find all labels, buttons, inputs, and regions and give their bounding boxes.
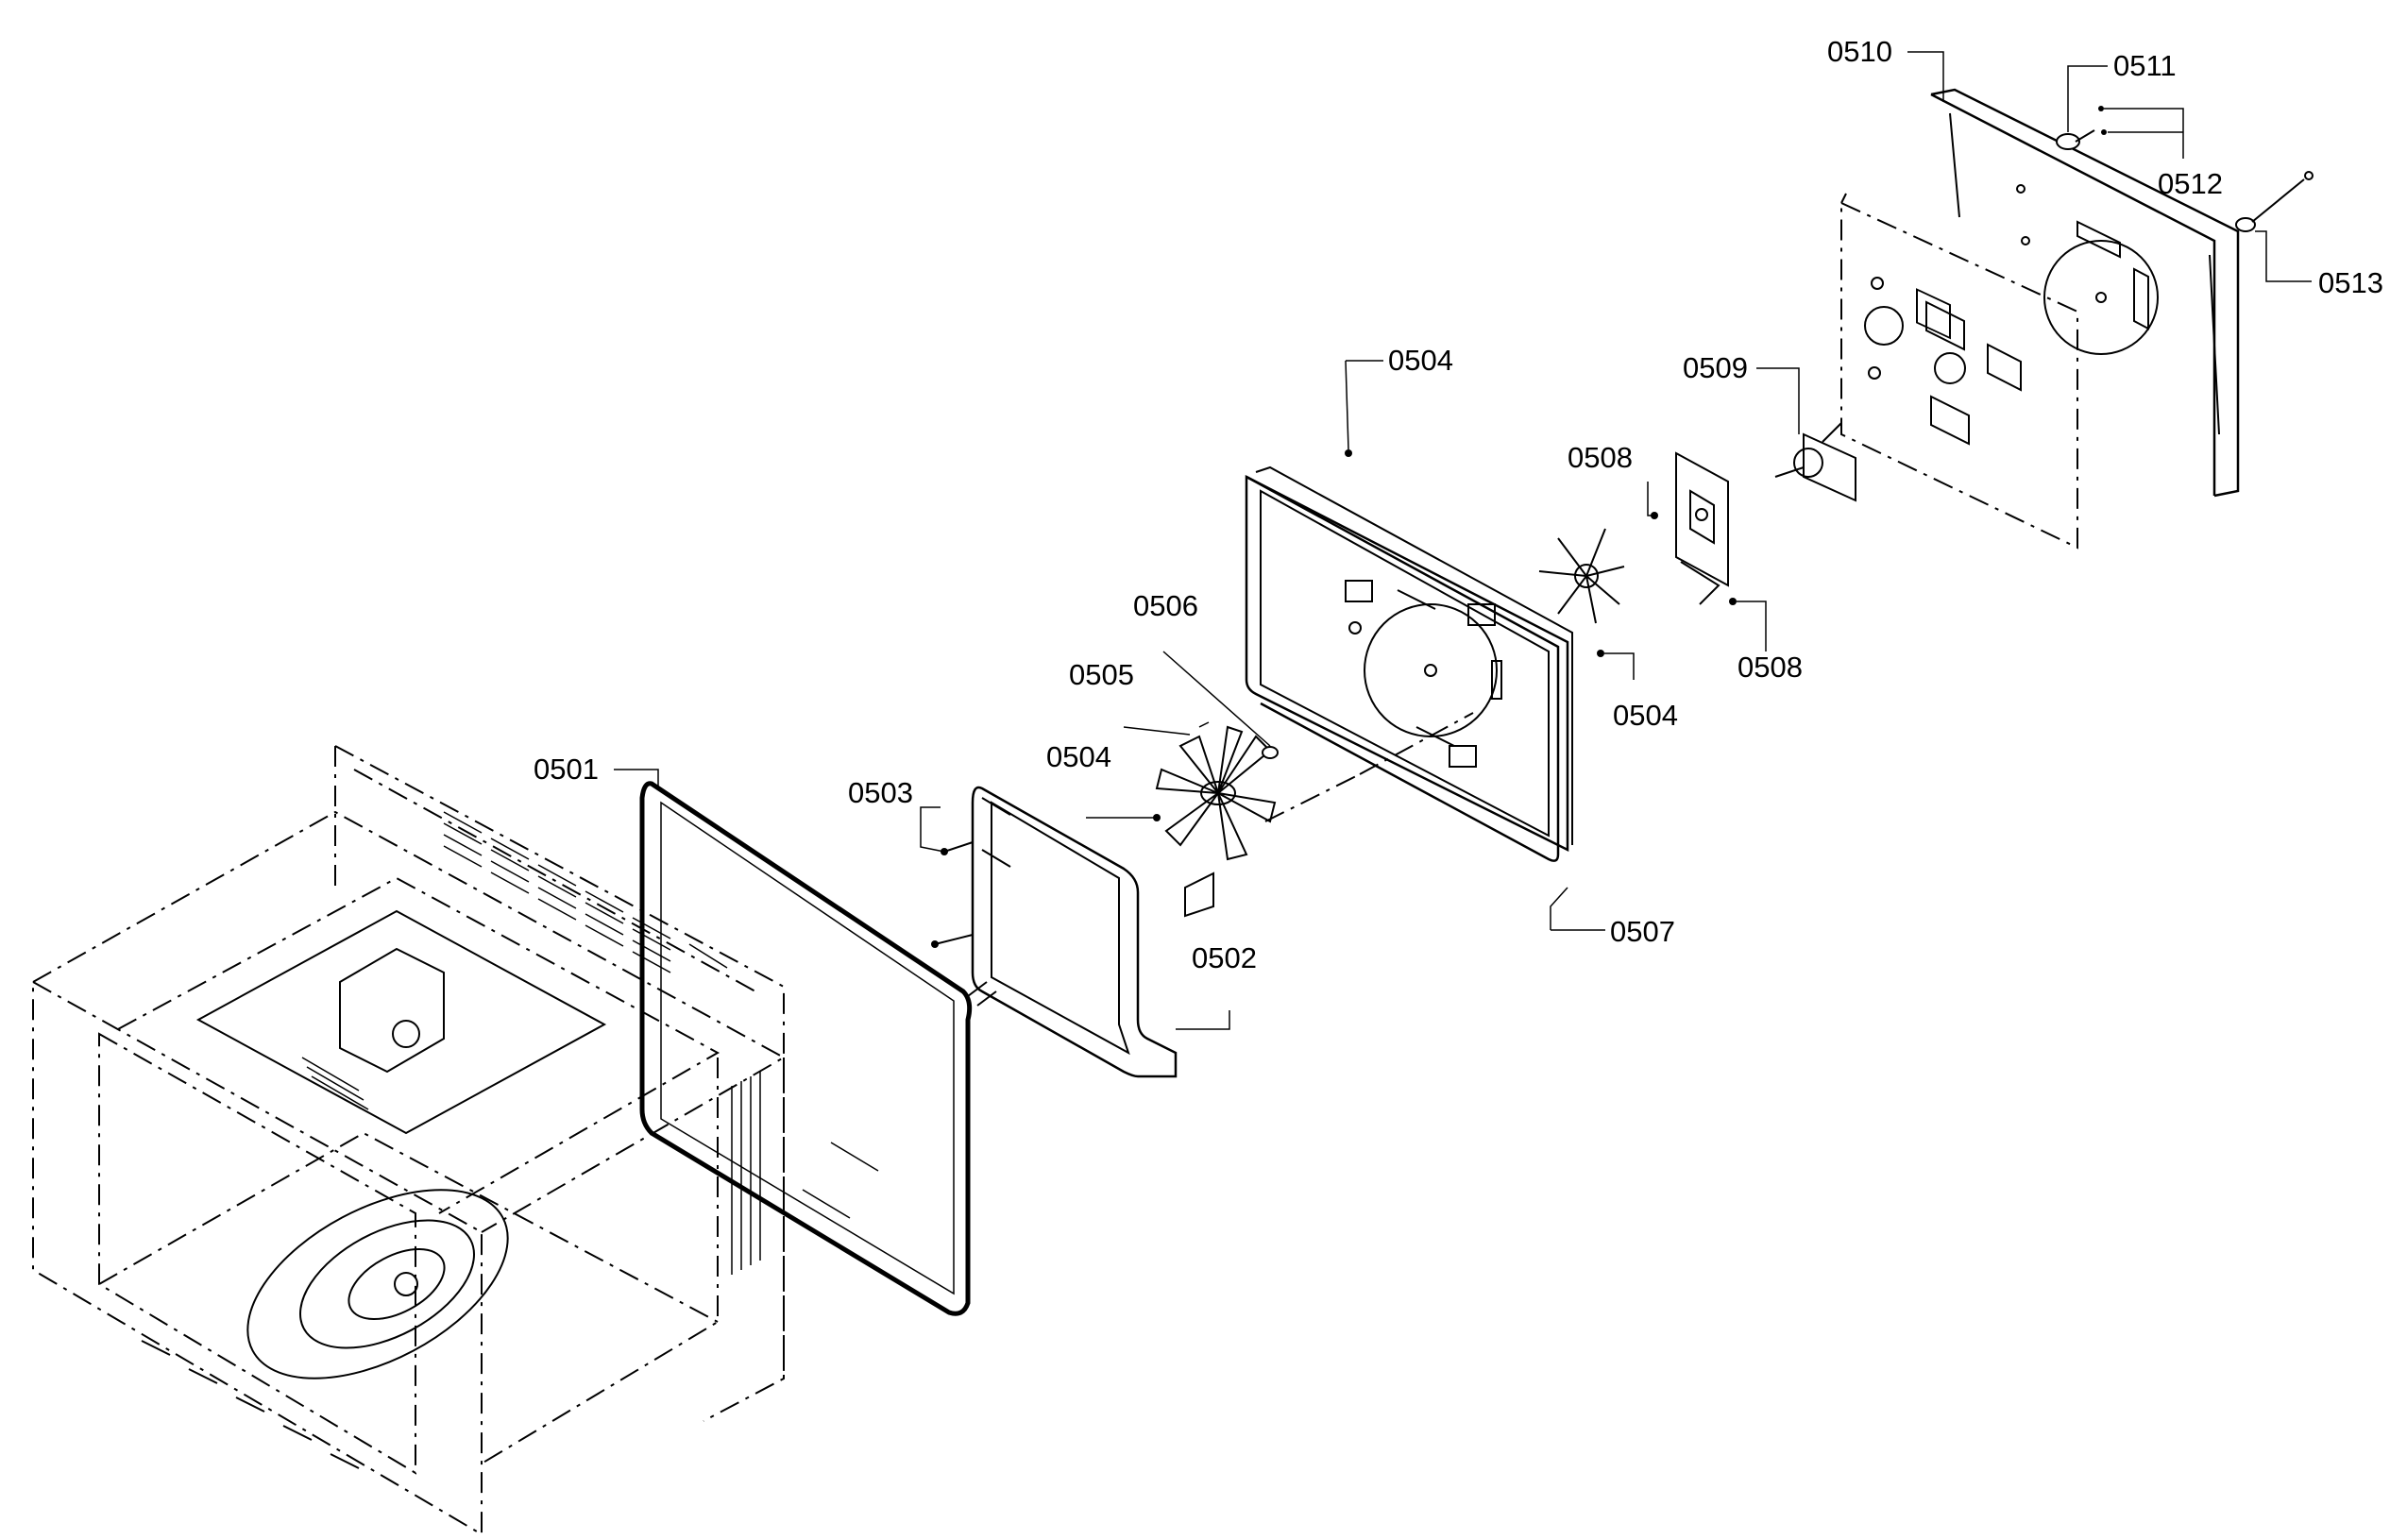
label-0505: 0505 [1069, 658, 1134, 691]
fan-blade-0505 [1155, 725, 1277, 918]
heater-frame-0502 [967, 786, 1178, 1078]
gasket-0501 [639, 781, 973, 1316]
label-0501: 0501 [534, 753, 599, 786]
label-0507: 0507 [1610, 915, 1675, 948]
assembly-axis [1264, 712, 1474, 822]
label-0506: 0506 [1133, 589, 1198, 622]
oven-cavity [32, 745, 787, 1536]
label-0503: 0503 [848, 776, 913, 809]
screw-0504-fan [1153, 814, 1161, 821]
label-0510: 0510 [1827, 35, 1892, 68]
screw-0504-right [1597, 650, 1604, 657]
label-0512: 0512 [2158, 167, 2223, 200]
motor-bracket [1675, 451, 1729, 605]
back-panel-vents [443, 811, 671, 973]
screw-0508-bottom [1729, 598, 1737, 605]
label-0504-top: 0504 [1388, 344, 1453, 377]
convection-fan-small [1538, 528, 1625, 624]
label-0504-fan: 0504 [1046, 740, 1111, 773]
label-0511: 0511 [2113, 49, 2177, 82]
label-0502: 0502 [1192, 941, 1257, 974]
screw-0503 [931, 841, 974, 948]
sensor-0513 [2235, 171, 2314, 232]
screw-0504-top [1345, 449, 1352, 457]
part-labels: 0501 0502 0503 0504 0504 0504 0505 0506 … [534, 35, 2383, 974]
fan-motor-0509 [1774, 422, 1856, 502]
screw-0512-bottom [2101, 129, 2107, 135]
outer-cover-0510 [1930, 88, 2240, 498]
label-0513: 0513 [2318, 266, 2383, 299]
rear-plate-0507 [1245, 465, 1573, 862]
back-cover-0510 [1840, 193, 2078, 550]
label-0508-top: 0508 [1568, 441, 1633, 474]
screw-0512-top [2098, 106, 2104, 111]
leader-lines [614, 51, 2312, 1030]
nut-0506 [1262, 746, 1279, 759]
lamp-socket-0511 [2056, 129, 2095, 150]
label-0504-right: 0504 [1613, 699, 1678, 732]
label-0508-bottom: 0508 [1737, 651, 1803, 684]
label-0509: 0509 [1683, 351, 1748, 384]
